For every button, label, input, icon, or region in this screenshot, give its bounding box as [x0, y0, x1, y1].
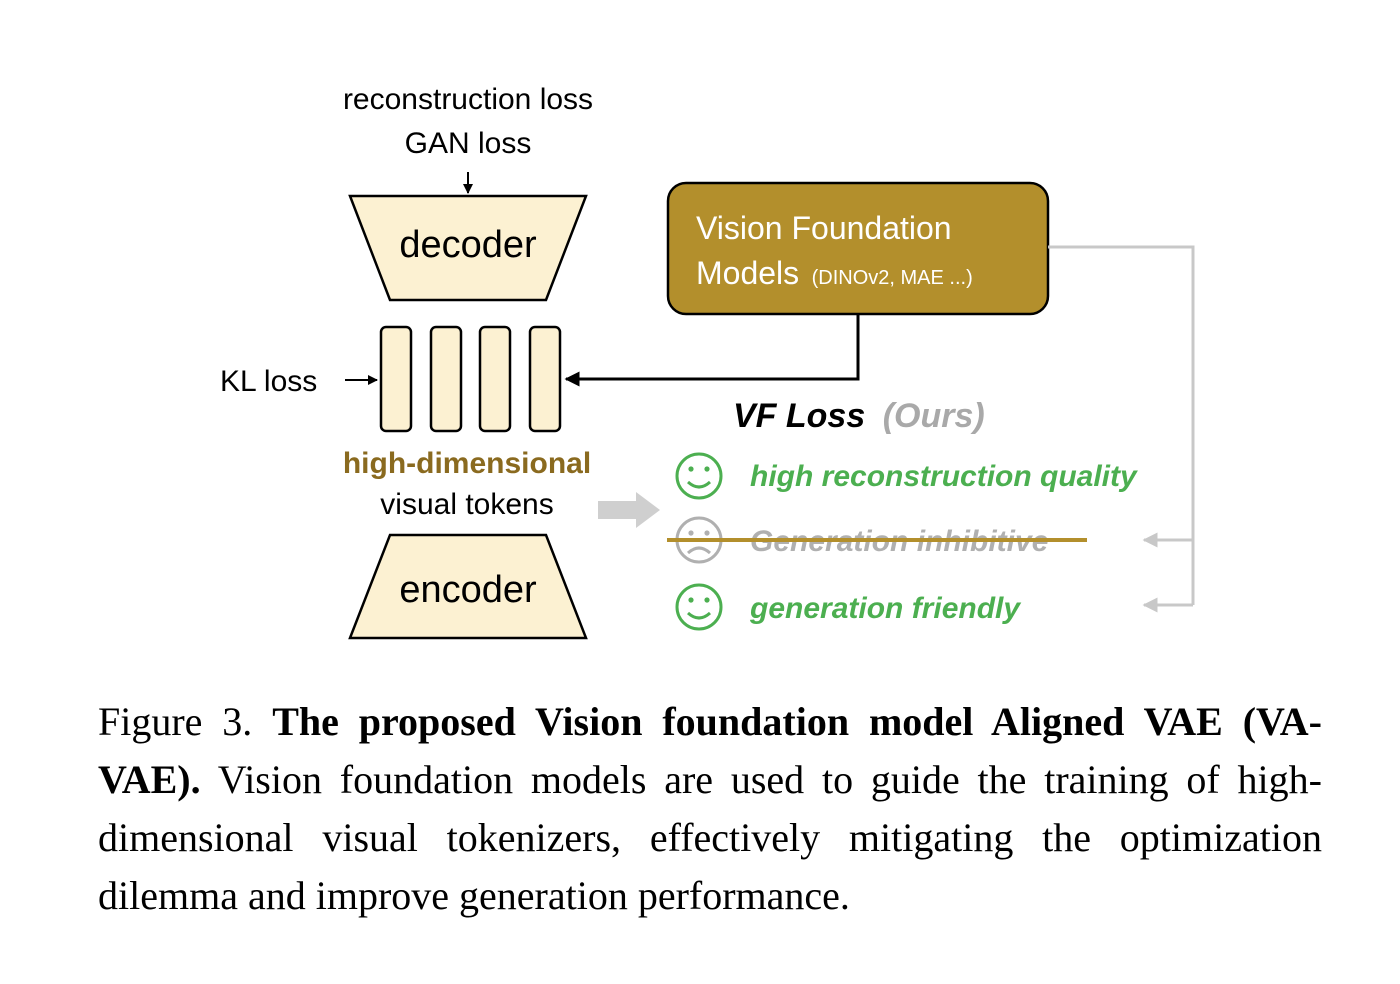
vfm-title-line1: Vision Foundation	[696, 210, 952, 246]
vfm-title-line2: Models (DINOv2, MAE ...)	[696, 255, 973, 291]
token-bars	[379, 325, 562, 433]
token-bar	[478, 325, 512, 433]
high-dimensional-label: high-dimensional	[343, 447, 591, 480]
vf-loss-ours: (Ours)	[883, 397, 985, 435]
vfm-examples-label: (DINOv2, MAE ...)	[812, 267, 973, 289]
kl-loss-label: KL loss	[220, 365, 317, 398]
vfm-to-tokens-arrow	[564, 314, 860, 387]
token-bar	[429, 325, 463, 433]
gan-loss-label: GAN loss	[405, 127, 532, 160]
vf-loss-heading: VF Loss (Ours)	[733, 397, 985, 435]
smile-icon	[675, 583, 723, 631]
reconstruction-loss-label: reconstruction loss	[343, 83, 593, 116]
caption-body: Vision foundation models are used to gui…	[98, 757, 1322, 918]
encoder-label: encoder	[399, 569, 537, 611]
decoder-label: decoder	[399, 224, 537, 266]
visual-tokens-label: visual tokens	[380, 488, 553, 521]
tokens-to-benefits-arrow	[598, 492, 660, 528]
encoder-block	[348, 533, 588, 640]
vfm-models-label: Models	[696, 255, 799, 291]
benefit-generation-friendly: generation friendly	[749, 592, 1021, 625]
smile-icon	[675, 452, 723, 500]
token-bar	[528, 325, 562, 433]
caption-label: Figure 3.	[98, 699, 253, 744]
vfm-box	[666, 181, 1050, 316]
decoder-block	[348, 194, 588, 302]
token-bar	[379, 325, 413, 433]
vf-loss-title: VF Loss	[733, 397, 865, 435]
caption-title: The proposed Vision foundation model Ali…	[98, 699, 1322, 802]
benefit-high-reconstruction: high reconstruction quality	[750, 460, 1138, 493]
figure-caption: Figure 3. The proposed Vision foundation…	[98, 693, 1322, 925]
feedback-line	[1048, 245, 1195, 605]
